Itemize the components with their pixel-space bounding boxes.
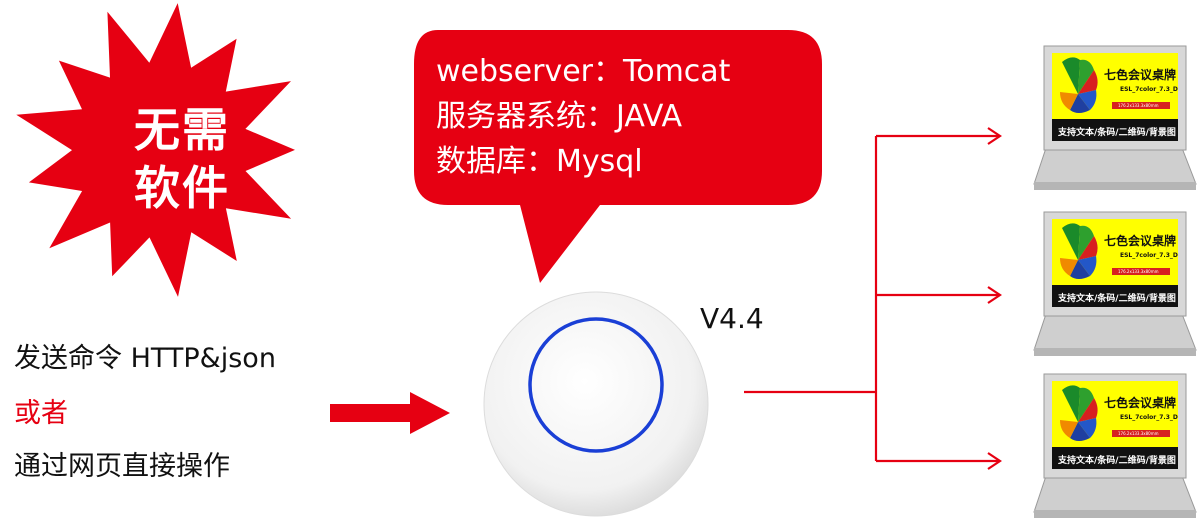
- bubble-line-database: 数据库：Mysql: [436, 144, 643, 179]
- bubble-line-webserver: webserver：Tomcat: [436, 54, 731, 89]
- starburst-shape: [16, 3, 296, 297]
- display-model: ESL_7color_7.3_D: [1120, 414, 1178, 421]
- display-title: 七色会议桌牌: [1104, 68, 1177, 82]
- display-stand: [1033, 373, 1197, 518]
- display-dims: 176.2x133.3x80mm: [1118, 103, 1159, 108]
- bubble-line-os: 服务器系统：JAVA: [436, 99, 683, 134]
- speech-bubble: [414, 30, 822, 283]
- fan-logo-icon: [1060, 57, 1098, 113]
- display-model: ESL_7color_7.3_D: [1120, 86, 1178, 93]
- or-text: 或者: [14, 398, 68, 429]
- display-unit: 七色会议桌牌 ESL_7color_7.3_D 176.2x133.3x80mm…: [1032, 372, 1198, 520]
- display-dims: 176.2x133.3x80mm: [1118, 431, 1159, 436]
- led-ring: [528, 317, 664, 453]
- burst-text-line2: 软件: [134, 161, 230, 215]
- access-point-device: [483, 291, 709, 517]
- display-footer: 支持文本/条码/二维码/背景图: [1058, 456, 1176, 466]
- send-command-text: 发送命令 HTTP&json: [14, 343, 276, 374]
- fan-logo-icon: [1060, 223, 1098, 279]
- version-label: V4.4: [700, 302, 764, 335]
- display-dims: 176.2x133.3x80mm: [1118, 269, 1159, 274]
- web-operation-text: 通过网页直接操作: [14, 451, 230, 482]
- display-stand: [1033, 45, 1197, 190]
- display-title: 七色会议桌牌: [1104, 396, 1177, 410]
- display-title: 七色会议桌牌: [1104, 234, 1177, 248]
- display-stand: [1033, 211, 1197, 356]
- display-footer: 支持文本/条码/二维码/背景图: [1058, 294, 1176, 304]
- fan-logo-icon: [1060, 385, 1098, 441]
- input-arrow: [330, 392, 450, 434]
- display-model: ESL_7color_7.3_D: [1120, 252, 1178, 259]
- display-unit: 七色会议桌牌 ESL_7color_7.3_D 176.2x133.3x80mm…: [1032, 44, 1198, 194]
- burst-text-line1: 无需: [134, 103, 230, 157]
- display-footer: 支持文本/条码/二维码/背景图: [1058, 128, 1176, 138]
- display-unit: 七色会议桌牌 ESL_7color_7.3_D 176.2x133.3x80mm…: [1032, 210, 1198, 360]
